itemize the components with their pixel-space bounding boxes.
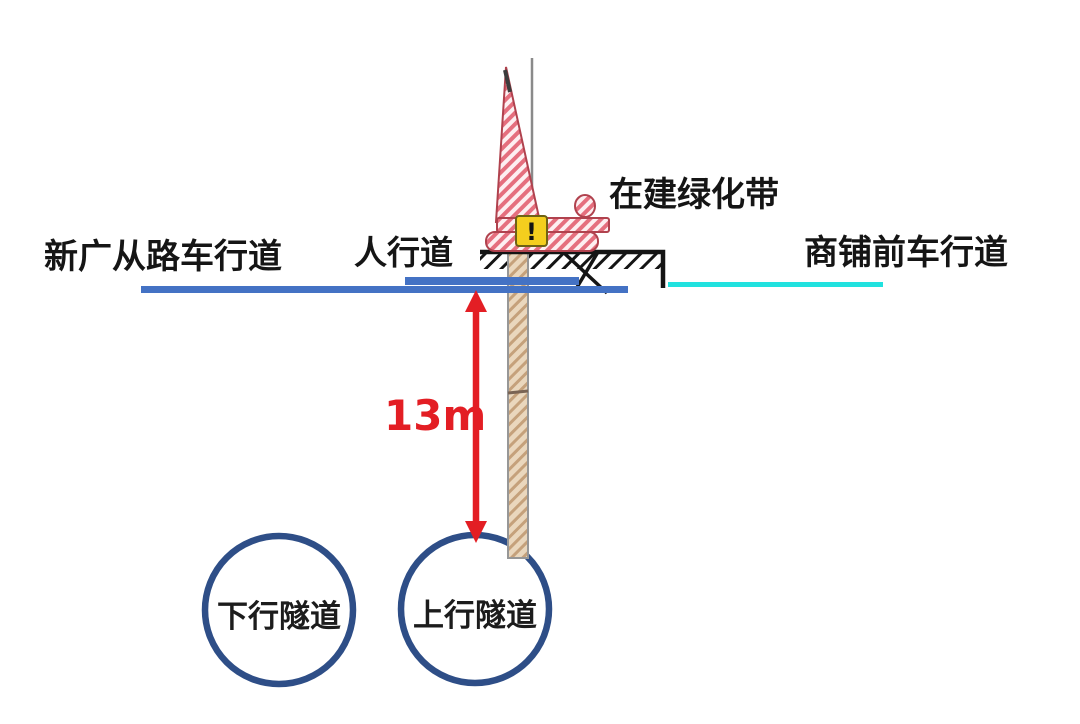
- road-level-line-left: [141, 286, 628, 293]
- tunnel-up-label: 上行隧道: [413, 598, 537, 634]
- pile-column: [507, 247, 529, 559]
- excavation-slope-hatch: [574, 251, 600, 290]
- sidewalk-level-line: [405, 277, 579, 285]
- tunnel-circle-down: [201, 532, 357, 688]
- pile-joint: [507, 389, 529, 395]
- tunnel-down-label: 下行隧道: [217, 599, 341, 635]
- warning-exclamation: !: [526, 218, 537, 246]
- sidewalk-label: 人行道: [354, 233, 453, 272]
- road-right-label: 商铺前车行道: [804, 233, 1008, 273]
- greenbelt-label: 在建绿化带: [609, 175, 779, 215]
- road-left-label: 新广从路车行道: [44, 237, 282, 277]
- dimension-arrowhead-top: [465, 290, 487, 312]
- dimension-label: 13m: [384, 391, 487, 440]
- drill-rig-mast: [494, 66, 542, 223]
- operator-head: [574, 194, 596, 218]
- rig-deck-upper: [496, 217, 610, 233]
- road-level-line-right: [668, 282, 883, 287]
- warning-icon: [515, 215, 548, 247]
- mast-tip: [503, 69, 512, 93]
- dimension-arrowhead-bottom: [465, 521, 487, 543]
